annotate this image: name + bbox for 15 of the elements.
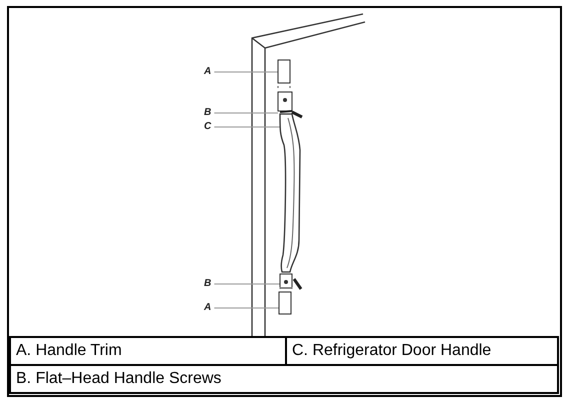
leader-line [214, 126, 280, 128]
screw-drawing [280, 274, 302, 292]
door-handle-drawing [279, 113, 301, 273]
callout-letter: B [204, 108, 212, 118]
screw-drawing [278, 92, 303, 118]
legend-entry: C. Refrigerator Door Handle [285, 336, 559, 366]
callout-letter: A [204, 303, 212, 313]
legend-entry: A. Handle Trim [9, 336, 287, 366]
callout-letter: C [204, 122, 212, 132]
callout-letter: B [204, 279, 212, 289]
callout-letter: A [204, 67, 212, 77]
leader-line [214, 112, 278, 114]
legend-entry: B. Flat–Head Handle Screws [9, 364, 559, 394]
handle-trim [278, 60, 290, 84]
handle-trim [278, 292, 292, 314]
